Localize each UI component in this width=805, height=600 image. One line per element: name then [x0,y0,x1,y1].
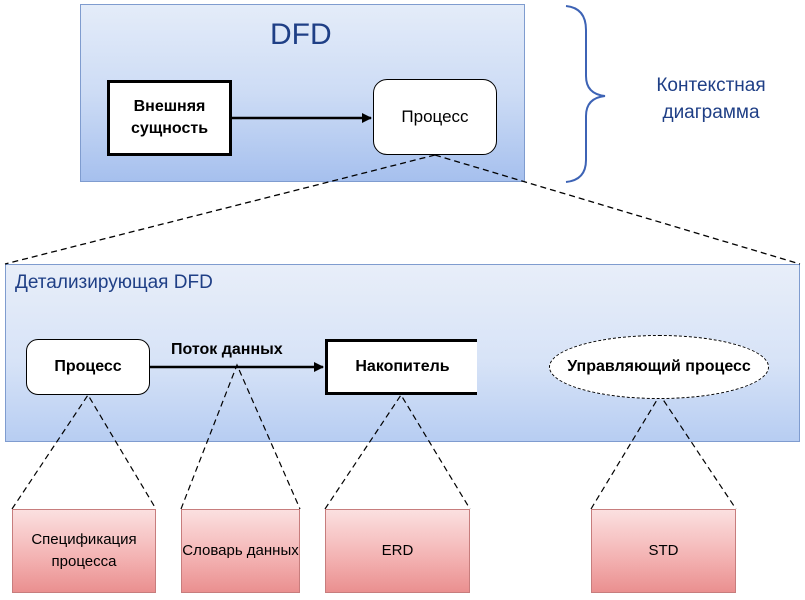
data-dictionary-box: Словарь данных [181,509,300,593]
context-process-box: Процесс [373,79,497,155]
process-spec-box: Спецификация процесса [12,509,156,593]
data-flow-label: Поток данных [171,341,283,358]
detail-panel-title: Детализирующая DFD [15,272,213,293]
control-process-ellipse: Управляющий процесс [549,335,769,399]
context-diagram-label: Контекстная диаграмма [656,75,766,123]
external-entity-box: Внешняя сущность [107,80,232,156]
data-store-box: Накопитель [325,339,477,395]
context-brace [565,5,606,183]
context-panel-title: DFD [270,18,332,51]
std-box: STD [591,509,736,593]
detail-process-box: Процесс [26,339,150,395]
erd-box: ERD [325,509,470,593]
